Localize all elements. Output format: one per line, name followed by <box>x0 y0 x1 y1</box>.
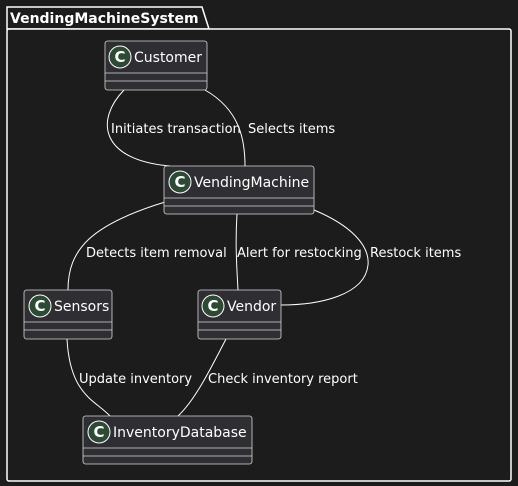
package-title: VendingMachineSystem <box>10 11 199 27</box>
edge-customer-initiates-vendingmachine <box>106 89 171 167</box>
class-stereotype-letter: C <box>207 297 218 315</box>
label-check-inventory-report: Check inventory report <box>208 372 358 387</box>
class-stereotype-letter: C <box>174 173 185 191</box>
edge-vendingmachine-restock-vendor <box>280 209 369 306</box>
edge-vendor-check-inventorydatabase <box>177 338 227 417</box>
class-stereotype-icon <box>28 294 52 318</box>
label-selects-items: Selects items <box>248 122 335 137</box>
class-name: VendingMachine <box>194 175 309 191</box>
class-inventorydatabase: C InventoryDatabase <box>82 415 253 465</box>
edge-vendingmachine-detects-sensors <box>67 201 166 291</box>
edge-vendingmachine-alert-vendor <box>235 213 239 291</box>
label-initiates-transaction: Initiates transaction <box>111 122 241 137</box>
label-alert-for-restocking: Alert for restocking <box>237 246 362 261</box>
class-name: InventoryDatabase <box>113 425 247 441</box>
class-stereotype-icon <box>108 45 132 69</box>
package-body <box>6 28 512 482</box>
package-vending-machine-system: VendingMachineSystem <box>6 6 512 482</box>
class-stereotype-icon <box>168 170 192 194</box>
class-stereotype-letter: C <box>114 48 125 66</box>
class-name: Vendor <box>227 299 276 315</box>
class-box <box>163 165 315 215</box>
class-vendingmachine: C VendingMachine <box>163 165 315 215</box>
relations <box>66 89 369 417</box>
class-name: Sensors <box>54 299 109 315</box>
class-vendor: C Vendor <box>197 289 282 340</box>
label-restock-items: Restock items <box>370 246 461 261</box>
class-box <box>82 415 253 465</box>
class-customer: C Customer <box>104 40 208 91</box>
label-update-inventory: Update inventory <box>79 372 192 387</box>
class-stereotype-letter: C <box>34 297 45 315</box>
edge-sensors-update-inventorydatabase <box>66 338 111 417</box>
relation-labels: Initiates transaction Selects items Dete… <box>79 122 461 387</box>
class-sensors: C Sensors <box>23 289 113 340</box>
class-stereotype-letter: C <box>93 423 104 441</box>
label-detects-item-removal: Detects item removal <box>86 246 227 261</box>
class-stereotype-icon <box>87 420 111 444</box>
class-name: Customer <box>134 50 202 66</box>
edge-customer-selects-vendingmachine <box>204 89 246 167</box>
class-stereotype-icon <box>201 294 225 318</box>
